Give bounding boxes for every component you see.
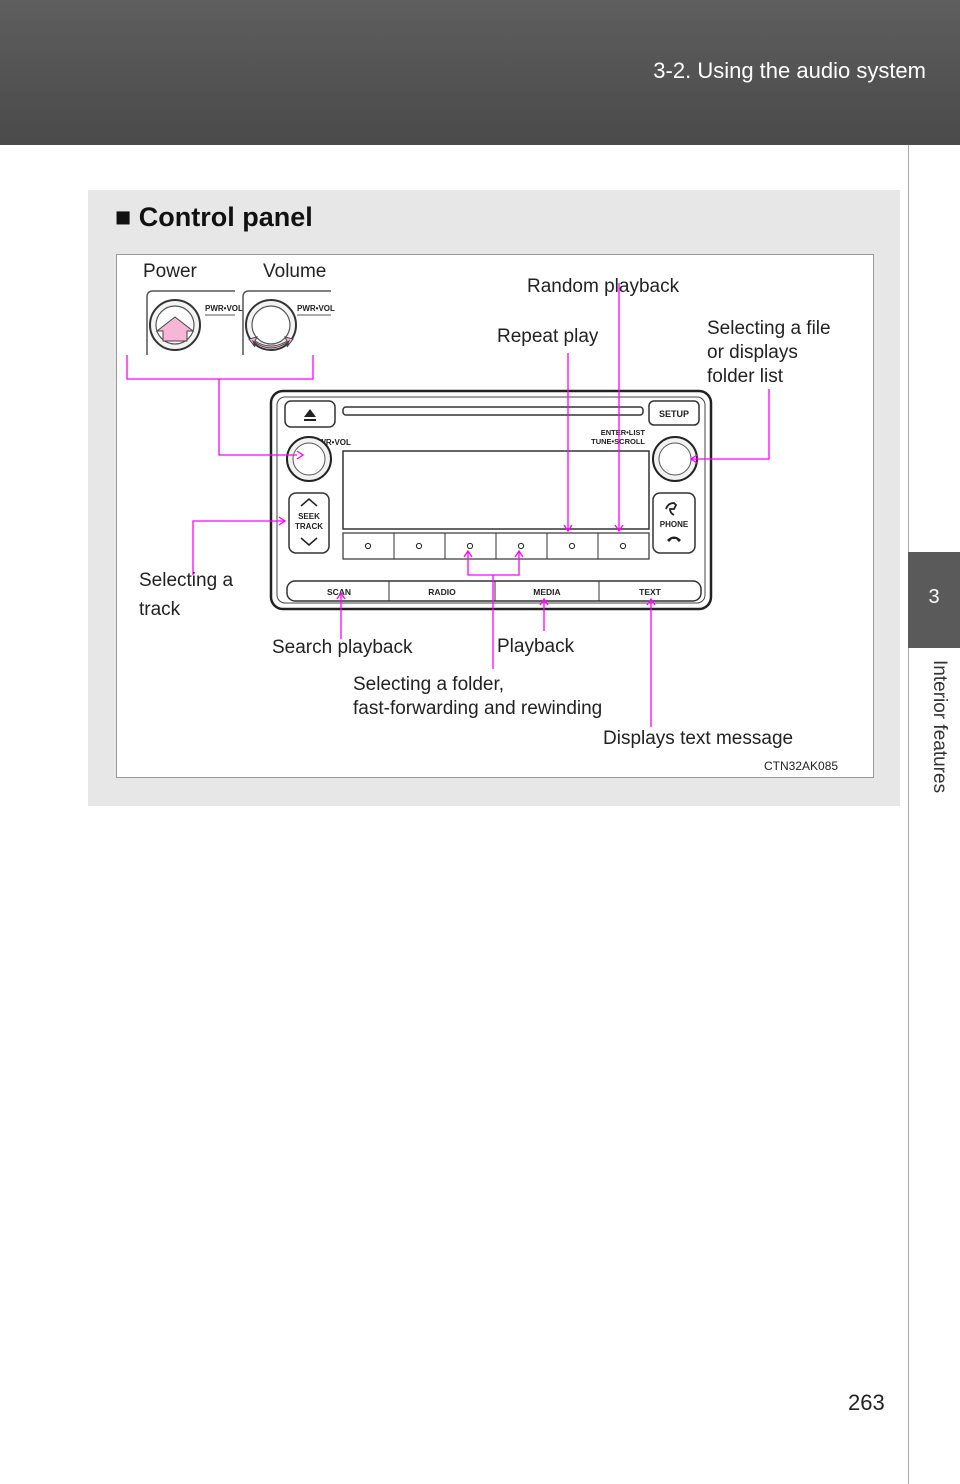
text-button[interactable]: TEXT — [639, 587, 662, 597]
control-panel-illustration: PWR•VOL PWR•VOL SETUP PWR•VOL ENTER•LI — [126, 283, 770, 727]
side-divider — [908, 145, 909, 1484]
page-header: 3-2. Using the audio system — [0, 0, 960, 145]
setup-button[interactable] — [648, 400, 700, 426]
label-random-playback: Random playback — [527, 276, 680, 297]
label-power: Power — [143, 261, 197, 282]
mode-button-bar — [286, 580, 702, 602]
eject-icon — [304, 409, 316, 421]
seek-track-button[interactable] — [288, 492, 330, 554]
volume-knob-label: PWR•VOL — [297, 304, 335, 313]
scan-button[interactable]: SCAN — [327, 587, 351, 597]
label-selecting-file-line1: Selecting a file — [707, 318, 831, 339]
enter-list-label: ENTER•LIST — [601, 428, 646, 437]
section-title: ■ Control panel — [115, 202, 313, 232]
figure-code: CTN32AK085 — [764, 759, 839, 773]
setup-label: SETUP — [659, 409, 689, 419]
disc-slot — [342, 406, 644, 416]
seek-label: SEEK — [298, 512, 320, 521]
phone-hangup-icon — [667, 536, 681, 542]
label-volume: Volume — [263, 261, 327, 282]
label-selecting-folder-line1: Selecting a folder, — [353, 674, 505, 695]
radio-button[interactable]: RADIO — [428, 587, 456, 597]
chapter-tab — [908, 552, 960, 648]
label-repeat-play: Repeat play — [497, 326, 599, 347]
label-search-playback: Search playback — [272, 637, 413, 658]
leader-lines — [126, 283, 770, 727]
preset-3[interactable] — [466, 542, 474, 550]
label-selecting-folder-line2: fast-forwarding and rewinding — [353, 698, 603, 719]
chapter-number: 3 — [928, 586, 940, 608]
volume-knob-inset: PWR•VOL — [242, 290, 335, 355]
preset-1[interactable] — [364, 542, 372, 550]
page-number: 263 — [848, 1390, 885, 1415]
display-screen — [342, 450, 650, 530]
label-displays-text-message: Displays text message — [603, 728, 794, 749]
header-title: 3-2. Using the audio system — [653, 58, 926, 83]
preset-4[interactable] — [517, 542, 525, 550]
chapter-label: Interior features — [929, 660, 950, 794]
tune-scroll-label: TUNE•SCROLL — [591, 437, 645, 446]
track-label: TRACK — [295, 522, 323, 531]
phone-pickup-icon — [665, 502, 678, 516]
label-selecting-track-line1: Selecting a — [139, 570, 234, 591]
label-selecting-file-line3: folder list — [707, 366, 784, 387]
label-selecting-track-line2: track — [139, 599, 181, 620]
power-knob-inset: PWR•VOL — [146, 290, 243, 355]
control-panel-figure: PWR•VOL PWR•VOL SETUP PWR•VOL ENTER•LI — [116, 254, 874, 778]
pwr-vol-label: PWR•VOL — [313, 438, 351, 447]
power-knob-label: PWR•VOL — [205, 304, 243, 313]
preset-2[interactable] — [415, 542, 423, 550]
label-selecting-file-line2: or displays — [707, 342, 798, 363]
label-playback: Playback — [497, 636, 575, 657]
phone-button[interactable] — [652, 492, 696, 554]
preset-5[interactable] — [568, 542, 576, 550]
phone-label: PHONE — [660, 520, 689, 529]
audio-unit: SETUP PWR•VOL ENTER•LIST TUNE•SCROLL SEE… — [269, 389, 713, 611]
preset-6[interactable] — [619, 542, 627, 550]
preset-buttons — [342, 532, 650, 560]
media-button[interactable]: MEDIA — [533, 587, 560, 597]
